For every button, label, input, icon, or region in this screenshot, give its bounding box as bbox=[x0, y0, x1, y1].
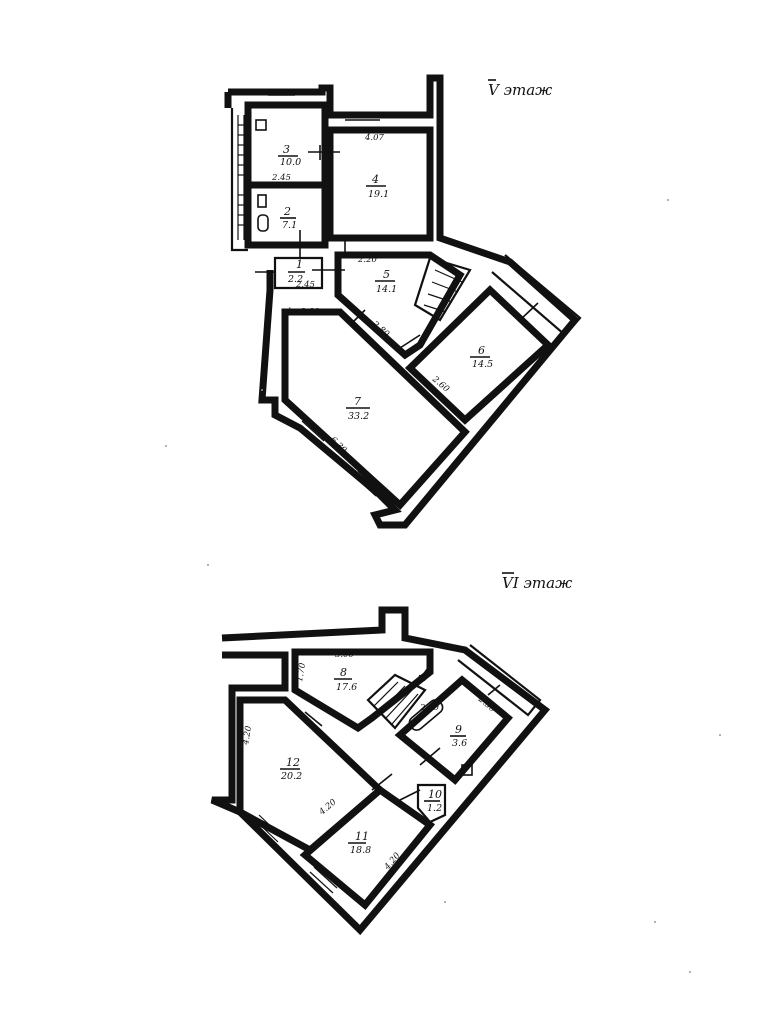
bathtub-icon bbox=[257, 214, 269, 232]
svg-text:4: 4 bbox=[371, 173, 379, 186]
dim-8-side: 1.70 bbox=[295, 662, 308, 683]
floor-vi-stairs bbox=[366, 664, 431, 730]
room-label-10: 10 1.2 bbox=[424, 788, 442, 814]
floor-vi-door-marks bbox=[304, 684, 501, 801]
room-label-12: 12 20.2 bbox=[280, 756, 302, 782]
floor-v-room7-windows bbox=[297, 420, 381, 497]
svg-text:19.1: 19.1 bbox=[368, 189, 389, 200]
svg-text:12: 12 bbox=[286, 756, 300, 769]
floor-vi-label: VI этаж bbox=[502, 574, 572, 592]
svg-text:10.0: 10.0 bbox=[280, 157, 301, 168]
dim-3-width: 2.45 bbox=[271, 173, 291, 183]
room-12-walls bbox=[236, 696, 386, 855]
floor-v-left-window bbox=[237, 115, 245, 240]
floor-v-stairs bbox=[413, 256, 472, 322]
floor-vi-balcony bbox=[457, 644, 542, 717]
dim-5-top: 2.20 bbox=[357, 255, 378, 265]
dim-12-inner: 4.20 bbox=[317, 797, 339, 818]
svg-text:14.5: 14.5 bbox=[472, 359, 493, 370]
floor-v-label: V этаж bbox=[488, 81, 552, 99]
svg-text:10: 10 bbox=[428, 788, 442, 801]
floor-vi-plan: VI этаж bbox=[210, 572, 572, 936]
room-7-walls bbox=[281, 308, 470, 510]
svg-text:20.2: 20.2 bbox=[280, 771, 302, 782]
floor-v-rooms-2-3-block bbox=[244, 101, 329, 249]
dim-1-width: 2.45 bbox=[295, 280, 315, 290]
svg-text:3: 3 bbox=[283, 143, 290, 156]
svg-text:18.8: 18.8 bbox=[350, 845, 371, 856]
room-1-walls bbox=[273, 256, 324, 290]
svg-text:3.6: 3.6 bbox=[452, 738, 467, 749]
room-label-2: 2 7.1 bbox=[280, 205, 297, 231]
room-5-walls bbox=[334, 251, 465, 360]
room-4-walls bbox=[326, 126, 434, 242]
room-6-walls bbox=[404, 285, 554, 425]
svg-text:1.2: 1.2 bbox=[427, 803, 442, 814]
room-label-8: 8 17.6 bbox=[334, 666, 357, 693]
room-label-1: 1 2.2 bbox=[287, 258, 305, 285]
svg-text:33.2: 33.2 bbox=[348, 411, 369, 422]
svg-text:11: 11 bbox=[355, 830, 369, 843]
dim-8-top: 3.00 bbox=[335, 650, 355, 660]
room-label-9: 9 3.6 bbox=[450, 723, 467, 749]
sink-icon bbox=[257, 194, 267, 208]
room-9-walls bbox=[394, 675, 513, 785]
svg-text:17.6: 17.6 bbox=[336, 682, 357, 693]
room-label-4: 4 19.1 bbox=[366, 173, 389, 200]
svg-text:5: 5 bbox=[383, 268, 390, 281]
room-10-walls bbox=[416, 783, 447, 824]
svg-text:7: 7 bbox=[354, 395, 361, 408]
room-11-walls bbox=[299, 785, 436, 910]
floor-vi-outer-wall bbox=[210, 606, 551, 936]
floor-vi-windows bbox=[254, 814, 338, 894]
svg-text:6: 6 bbox=[478, 344, 485, 357]
svg-text:9: 9 bbox=[455, 723, 462, 736]
room-label-5: 5 14.1 bbox=[375, 268, 397, 295]
floor-v-left-thin-wall bbox=[230, 108, 248, 252]
svg-text:8: 8 bbox=[340, 666, 347, 679]
svg-text:2: 2 bbox=[283, 205, 291, 218]
floor-v-balcony bbox=[491, 254, 582, 337]
svg-text:7.1: 7.1 bbox=[282, 220, 297, 231]
dim-9-top: 2.50 bbox=[419, 703, 440, 713]
room-label-11: 11 18.8 bbox=[348, 830, 371, 856]
room-8-walls bbox=[291, 648, 434, 733]
dim-12-side: 4.20 bbox=[241, 725, 254, 747]
scan-specks bbox=[165, 199, 721, 973]
dim-4-width: 4.07 bbox=[364, 133, 385, 143]
floor-v-outer-wall bbox=[228, 74, 580, 529]
svg-text:14.1: 14.1 bbox=[376, 284, 397, 295]
floor-v-door-marks bbox=[255, 94, 539, 349]
stove-icon bbox=[255, 119, 267, 131]
room-label-3: 3 10.0 bbox=[278, 143, 301, 168]
floor-v-plan: V этаж bbox=[224, 74, 582, 529]
room-label-6: 6 14.5 bbox=[470, 344, 493, 370]
svg-text:2.2: 2.2 bbox=[287, 274, 303, 285]
floor-vi-stove-icon bbox=[461, 764, 473, 776]
floor-vi-bathtub-icon bbox=[408, 699, 444, 731]
svg-text:1: 1 bbox=[296, 258, 303, 271]
dim-ceiling-height: h=2.80 bbox=[288, 307, 320, 317]
room-label-7: 7 33.2 bbox=[346, 395, 370, 422]
